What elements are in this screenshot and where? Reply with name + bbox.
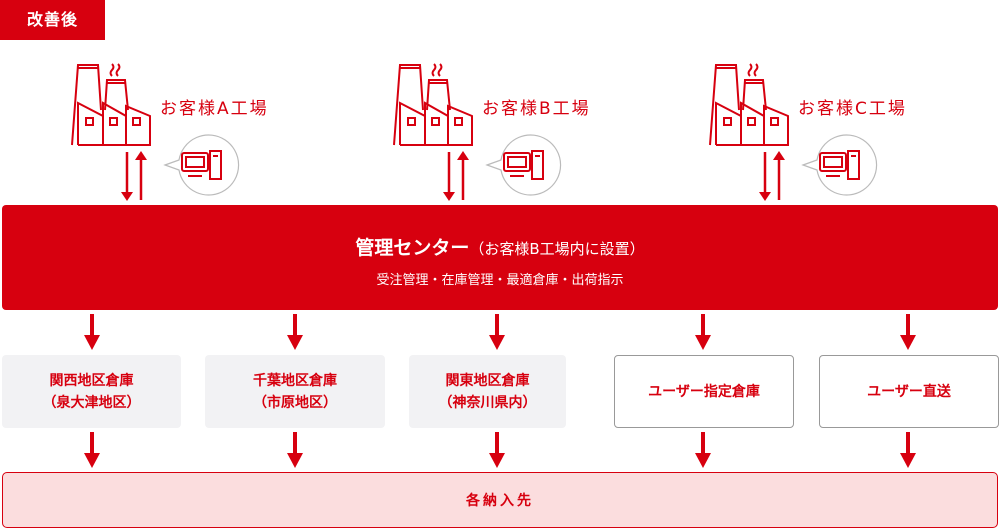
management-center: 管理センター（お客様B工場内に設置） 受注管理・在庫管理・最適倉庫・出荷指示	[2, 205, 998, 310]
down-arrow-icon	[900, 314, 916, 350]
user-direct-delivery: ユーザー直送	[819, 355, 999, 428]
warehouse-kanto: 関東地区倉庫 （神奈川県内）	[409, 355, 566, 428]
warehouse-chiba: 千葉地区倉庫 （市原地区）	[205, 355, 385, 428]
destination-label: 各納入先	[466, 493, 534, 509]
warehouse-name: ユーザー直送	[867, 383, 951, 400]
warehouse-area: （泉大津地区）	[42, 394, 141, 411]
factory-icon	[393, 63, 473, 146]
user-designated-warehouse: ユーザー指定倉庫	[614, 355, 794, 428]
center-title: 管理センター	[355, 237, 470, 259]
down-arrow-icon	[84, 432, 100, 468]
pc-bubble-icon	[485, 134, 562, 196]
down-arrow-icon	[84, 314, 100, 350]
warehouse-name: 関西地区倉庫	[49, 372, 134, 389]
down-arrow-icon	[489, 432, 505, 468]
factory-icon	[71, 63, 151, 146]
factory-label: お客様A工場	[160, 99, 269, 119]
factory-a: お客様A工場	[70, 58, 320, 208]
warehouse-name: 関東地区倉庫	[445, 372, 530, 389]
down-arrow-icon	[900, 432, 916, 468]
bidirectional-arrows-icon	[121, 151, 147, 201]
center-title-line: 管理センター（お客様B工場内に設置）	[2, 233, 998, 260]
factory-b: お客様B工場	[392, 58, 642, 208]
down-arrow-icon	[695, 314, 711, 350]
down-arrow-icon	[695, 432, 711, 468]
pc-bubble-icon	[801, 134, 878, 196]
factory-label: お客様B工場	[482, 99, 591, 119]
factory-icon	[709, 63, 789, 146]
factory-label: お客様C工場	[798, 99, 907, 119]
down-arrow-icon	[489, 314, 505, 350]
pc-bubble-icon	[163, 134, 240, 196]
after-improvement-badge: 改善後	[0, 0, 105, 40]
warehouse-name: ユーザー指定倉庫	[648, 383, 760, 400]
bidirectional-arrows-icon	[759, 151, 785, 201]
down-arrow-icon	[287, 432, 303, 468]
bidirectional-arrows-icon	[443, 151, 469, 201]
center-subtitle: （お客様B工場内に設置）	[469, 240, 645, 258]
down-arrow-icon	[287, 314, 303, 350]
warehouse-kansai: 関西地区倉庫 （泉大津地区）	[2, 355, 181, 428]
center-description: 受注管理・在庫管理・最適倉庫・出荷指示	[376, 273, 624, 288]
delivery-destinations: 各納入先	[2, 472, 998, 528]
warehouse-area: （市原地区）	[253, 394, 337, 411]
warehouse-name: 千葉地区倉庫	[253, 372, 337, 389]
warehouse-area: （神奈川県内）	[438, 394, 537, 411]
factory-c: お客様C工場	[708, 58, 958, 208]
